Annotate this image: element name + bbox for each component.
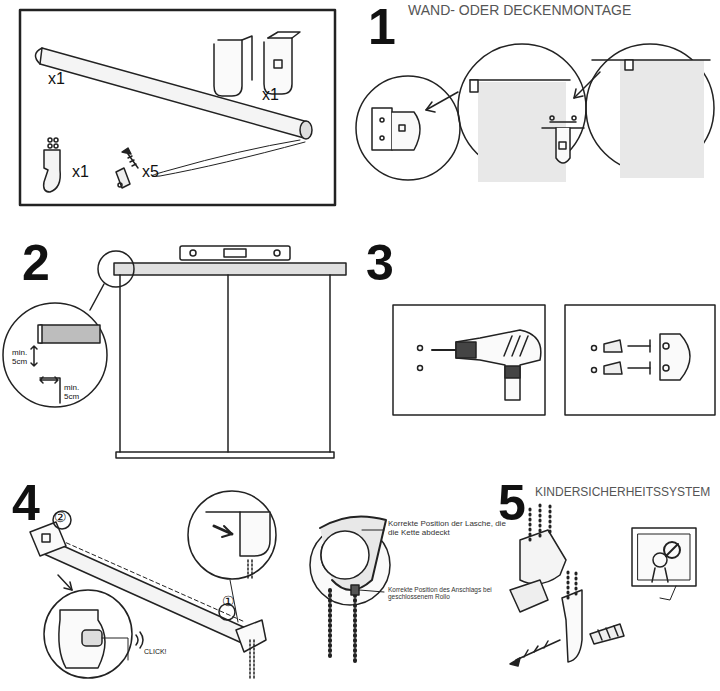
dimension-label: min. 5cm bbox=[12, 349, 34, 367]
quantity-label: x1 bbox=[72, 163, 89, 181]
bracket-screwed bbox=[565, 305, 715, 415]
step-number: 3 bbox=[366, 236, 394, 291]
note-text: Korrekte Position des Anschlags bei gesc… bbox=[388, 586, 528, 600]
step-number: 2 bbox=[22, 236, 50, 291]
dimension-label: min. 5cm bbox=[64, 384, 86, 402]
screw-anchor bbox=[116, 148, 138, 188]
step-title: KINDERSICHERHEITSSYSTEM bbox=[535, 486, 710, 499]
callout-number: ① bbox=[222, 594, 235, 609]
callout-number: ② bbox=[54, 510, 67, 525]
parts-frame bbox=[20, 10, 335, 205]
step-number: 4 bbox=[12, 476, 40, 531]
drilling bbox=[393, 305, 545, 415]
step-title: WAND- ODER DECKENMONTAGE bbox=[408, 3, 631, 18]
step-number: 5 bbox=[498, 476, 526, 531]
step-number: 1 bbox=[368, 0, 396, 55]
quantity-label: x1 bbox=[262, 86, 279, 104]
wall-mount-detail bbox=[356, 76, 460, 180]
note-text: Korrekte Position der Lasche, die die Ke… bbox=[388, 520, 513, 538]
child-safety-clip bbox=[510, 505, 624, 666]
safety-clip bbox=[44, 138, 61, 192]
quantity-label: x1 bbox=[48, 70, 65, 88]
mounting-roller bbox=[30, 491, 276, 680]
no-child-icon bbox=[632, 528, 696, 600]
sound-label: CLICK! bbox=[144, 648, 167, 656]
chain-cover-detail bbox=[310, 516, 390, 665]
window-with-level bbox=[3, 246, 346, 458]
wall-detail-1 bbox=[426, 44, 586, 182]
quantity-label: x5 bbox=[142, 163, 159, 181]
bracket-pair bbox=[214, 32, 300, 96]
ceiling-detail bbox=[542, 44, 714, 178]
